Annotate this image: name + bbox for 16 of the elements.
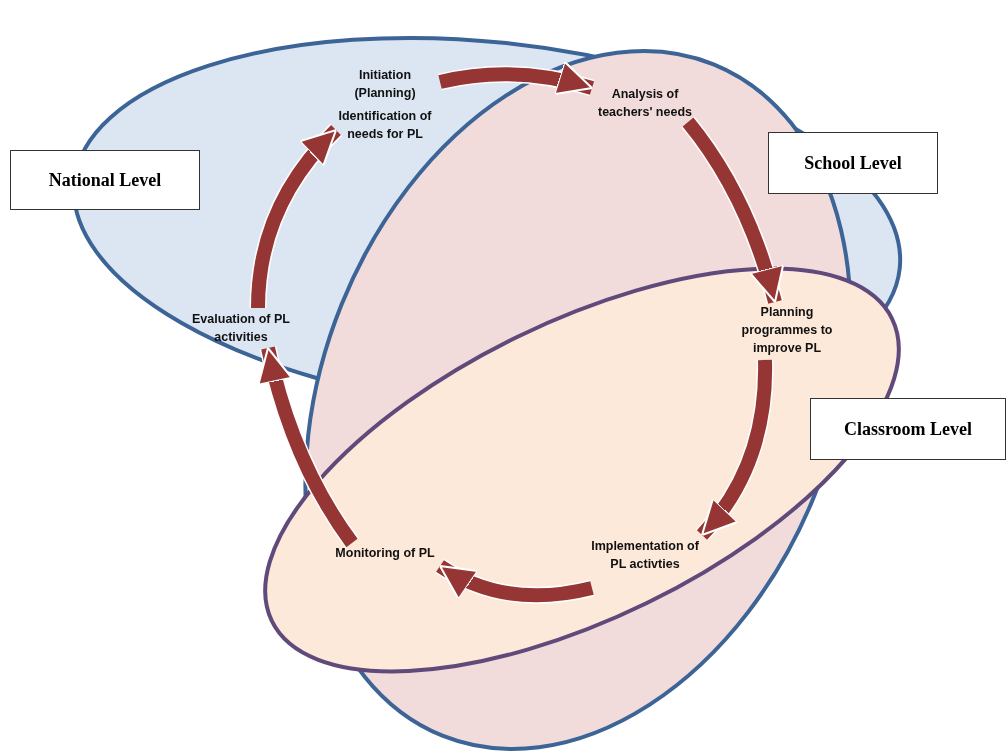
curved-arrow [435,558,594,604]
level-label-box: National Level [10,150,200,210]
step-label: Planning programmes to improve PL [731,303,843,357]
curved-arrow [249,124,343,309]
step-label: Analysis of teachers' needs [589,85,701,121]
level-label-box: Classroom Level [810,398,1006,460]
level-label-box: School Level [768,132,938,194]
curved-arrow [695,360,774,541]
step-label: Monitoring of PL [325,544,445,562]
curved-arrow [438,61,595,97]
step-label: Identification of needs for PL [337,107,433,143]
step-label: Implementation of PL activties [582,537,708,573]
curved-arrow [681,116,784,305]
step-label: Evaluation of PL activities [181,310,301,346]
curved-arrow [257,346,359,548]
step-heading: Initiation (Planning) [353,66,417,102]
